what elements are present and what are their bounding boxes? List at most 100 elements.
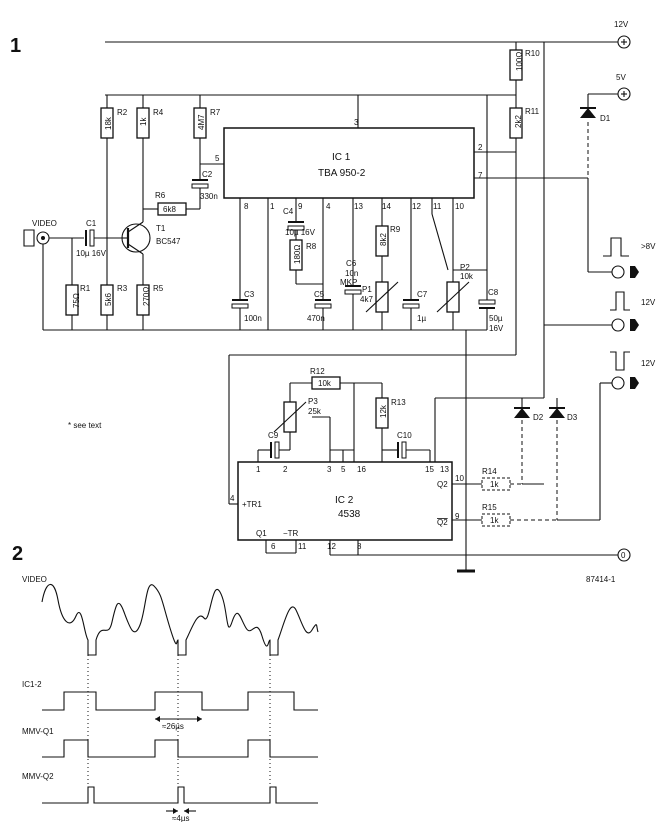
diode-d2: D2	[514, 407, 544, 422]
resistor-r9: R9 8k2	[375, 225, 401, 257]
svg-text:12: 12	[327, 542, 336, 551]
svg-text:10n: 10n	[345, 269, 358, 278]
svg-text:2k2: 2k2	[514, 115, 523, 128]
ic2-ref: IC 2	[335, 495, 354, 506]
diode-d1: D1	[580, 107, 611, 123]
figure-1-number: 1	[10, 35, 21, 57]
rail-12v: 12V	[105, 20, 631, 49]
output-1[interactable]: >8V	[588, 237, 656, 279]
trace-mmv-q2	[42, 786, 318, 804]
svg-text:10k: 10k	[318, 379, 332, 388]
svg-text:3: 3	[327, 465, 332, 474]
dimension-26us: ≈26µs	[162, 722, 184, 731]
figure-2-number: 2	[12, 543, 23, 565]
svg-text:BC547: BC547	[156, 237, 181, 246]
rail-ground-label: 0	[621, 551, 626, 560]
svg-text:14: 14	[382, 202, 391, 211]
ic1-ref: IC 1	[332, 152, 351, 163]
svg-text:5: 5	[215, 154, 220, 163]
potentiometer-p1: P1 4k7	[360, 281, 399, 313]
svg-text:D2: D2	[533, 413, 544, 422]
svg-text:11: 11	[298, 542, 307, 551]
svg-text:100Ω: 100Ω	[515, 52, 524, 71]
svg-text:12: 12	[412, 202, 421, 211]
output-3[interactable]: 12V	[600, 351, 656, 390]
svg-text:16V: 16V	[489, 324, 504, 333]
capacitor-c2: C2 330n	[191, 170, 218, 201]
figure-code: 87414-1	[586, 575, 616, 584]
svg-text:13: 13	[354, 202, 363, 211]
svg-text:R12: R12	[310, 367, 325, 376]
svg-text:12V: 12V	[641, 359, 656, 368]
svg-text:9: 9	[455, 512, 460, 521]
dimension-4us: ≈4µs	[172, 814, 189, 822]
capacitor-c7: C7 1µ	[402, 290, 428, 323]
resistor-r12: R12 10k	[310, 367, 341, 390]
svg-text:18k: 18k	[104, 116, 113, 130]
trace-label-mmv-q1: MMV-Q1	[22, 727, 54, 736]
svg-text:50µ: 50µ	[489, 314, 503, 323]
svg-text:10: 10	[455, 202, 464, 211]
svg-text:Q1: Q1	[256, 529, 267, 538]
svg-text:T1: T1	[156, 224, 166, 233]
trace-ic1	[42, 691, 318, 711]
trace-video	[41, 583, 319, 656]
svg-text:P1: P1	[362, 285, 372, 294]
ic2-4538: IC 2 4538 +TR1 Q1 −TR Q2 Q2 4 1 2 3 5 16…	[230, 461, 464, 551]
output-2[interactable]: 12V	[544, 291, 656, 332]
svg-text:4: 4	[230, 494, 235, 503]
svg-text:13: 13	[440, 465, 449, 474]
svg-text:4k7: 4k7	[360, 295, 373, 304]
svg-text:R15: R15	[482, 503, 497, 512]
svg-text:10: 10	[455, 474, 464, 483]
svg-text:1: 1	[270, 202, 275, 211]
ic2-type: 4538	[338, 509, 361, 520]
rail-12v-label: 12V	[614, 20, 629, 29]
resistor-r4: R4 1k	[136, 107, 164, 139]
svg-text:4M7: 4M7	[197, 114, 206, 130]
svg-text:R10: R10	[525, 49, 540, 58]
svg-text:11: 11	[433, 202, 442, 211]
svg-text:P2: P2	[460, 263, 470, 272]
svg-text:D3: D3	[567, 413, 578, 422]
svg-text:25k: 25k	[308, 407, 322, 416]
svg-text:R9: R9	[390, 225, 401, 234]
trace-label-ic1: IC1-2	[22, 680, 42, 689]
svg-text:R6: R6	[155, 191, 166, 200]
svg-text:5: 5	[341, 465, 346, 474]
svg-text:C5: C5	[314, 290, 325, 299]
svg-text:180Ω: 180Ω	[293, 245, 302, 264]
capacitor-c6: C6 10n MKP	[340, 259, 362, 295]
svg-text:6: 6	[271, 542, 276, 551]
svg-text:1k: 1k	[490, 516, 499, 525]
resistor-r11: R11 2k2	[509, 107, 540, 139]
svg-text:3: 3	[354, 118, 359, 127]
resistor-r15: R15 1k	[481, 503, 511, 527]
svg-text:C9: C9	[268, 431, 279, 440]
potentiometer-p3: P3 25k	[273, 397, 322, 433]
svg-text:R4: R4	[153, 108, 164, 117]
svg-text:1k: 1k	[490, 480, 499, 489]
svg-text:75Ω: 75Ω	[72, 293, 81, 308]
svg-text:4: 4	[326, 202, 331, 211]
svg-text:16: 16	[357, 465, 366, 474]
capacitor-c8: C8 50µ 16V	[478, 288, 504, 333]
svg-text:C7: C7	[417, 290, 428, 299]
svg-text:>8V: >8V	[641, 242, 656, 251]
video-input-connector[interactable]: VIDEO	[23, 219, 57, 247]
svg-text:100n: 100n	[244, 314, 262, 323]
svg-text:6k8: 6k8	[163, 205, 176, 214]
svg-text:2: 2	[283, 465, 288, 474]
rail-5v: 5V	[588, 73, 631, 101]
capacitor-c3: C3 100n	[231, 290, 262, 323]
svg-text:10µ 16V: 10µ 16V	[285, 228, 316, 237]
svg-text:2: 2	[478, 143, 483, 152]
svg-text:R3: R3	[117, 284, 128, 293]
svg-text:C1: C1	[86, 219, 97, 228]
resistor-r14: R14 1k	[481, 467, 511, 491]
resistor-r13: R13 12k	[375, 397, 406, 429]
ic1-type: TBA 950-2	[318, 168, 366, 179]
svg-text:12V: 12V	[641, 298, 656, 307]
